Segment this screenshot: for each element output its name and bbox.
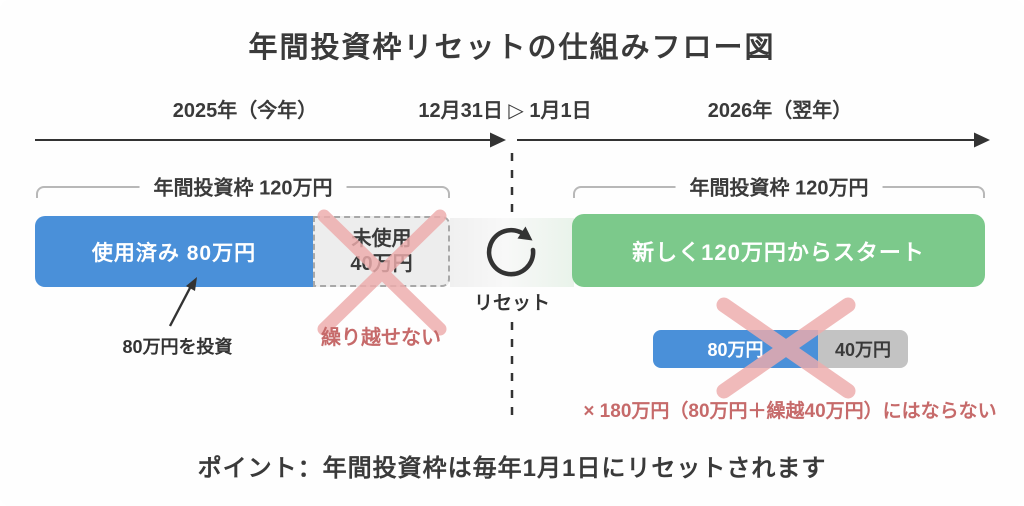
timeline-label-2026: 2026年（翌年） [707, 100, 853, 122]
unused-label-line2: 40万円 [350, 252, 413, 275]
used-amount-bar: 使用済み 80万円 [35, 216, 313, 287]
reset-label: リセット [473, 293, 550, 314]
carryover-note: 繰り越せない [321, 327, 441, 349]
small-40man-bar: 40万円 [818, 330, 908, 368]
invest-note: 80万円を投資 [122, 337, 233, 357]
new-limit-bar: 新しく120万円からスタート [572, 214, 985, 287]
left-bracket-label: 年間投資枠 120万円 [139, 171, 347, 201]
unused-label-line1: 未使用 [351, 227, 412, 250]
unused-amount-bar: 未使用 40万円 [313, 216, 450, 287]
page-title: 年間投資枠リセットの仕組みフロー図 [248, 32, 776, 64]
reset-transition-band [450, 218, 574, 287]
right-bracket-label: 年間投資枠 120万円 [675, 171, 883, 201]
used-amount-label: 使用済み 80万円 [91, 241, 257, 265]
point-footer-text: ポイント：年間投資枠は毎年1月1日にリセットされます [197, 455, 827, 482]
timeline-label-dec31-jan1: 12月31日 ▷ 1月1日 [418, 100, 592, 122]
small-80man-bar: 80万円 [653, 330, 818, 368]
right-annual-limit-bracket: 年間投資枠 120万円 [573, 171, 985, 201]
small-40man-label: 40万円 [834, 340, 892, 360]
warning-note: × 180万円（80万円＋繰越40万円）にはならない [583, 401, 997, 422]
timeline-axis-icon [35, 132, 990, 148]
small-80man-label: 80万円 [707, 340, 764, 360]
new-limit-label: 新しく120万円からスタート [632, 239, 925, 265]
left-annual-limit-bracket: 年間投資枠 120万円 [36, 171, 450, 201]
timeline-label-2025: 2025年（今年） [172, 100, 318, 122]
